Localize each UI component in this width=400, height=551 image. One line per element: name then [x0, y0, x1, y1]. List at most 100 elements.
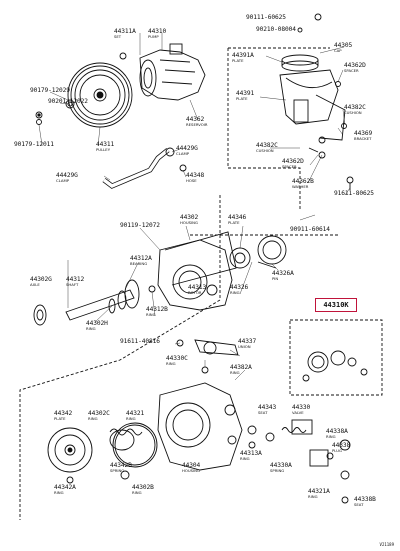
part-desc: VALVE	[292, 410, 304, 415]
part-number: 44342	[54, 410, 73, 417]
part-number: 44362D	[344, 62, 366, 69]
part-number: 44305	[334, 42, 353, 49]
part-desc: SPRING	[270, 468, 285, 473]
part-desc: RING	[326, 434, 336, 439]
front-housing-shape	[157, 239, 233, 311]
part-desc: RING	[146, 312, 156, 317]
part-desc: SEAT	[258, 410, 268, 415]
pump-shape	[119, 43, 206, 101]
part-desc: PLATE	[232, 58, 244, 63]
part-number: 91611-80625	[334, 190, 374, 197]
part-number: 44348	[186, 172, 205, 179]
part-number: 44312	[66, 276, 85, 283]
part-desc: RESERVOIR	[186, 122, 208, 127]
part-number: 44313A	[240, 450, 262, 457]
part-desc: CAP	[334, 48, 342, 53]
part-desc: SEAT	[354, 502, 364, 507]
part-number: 90111-60625	[246, 14, 286, 21]
pulley-shape	[67, 62, 133, 128]
part-number: 90179-12011	[14, 141, 54, 148]
part-number: 44330	[292, 404, 311, 411]
part-desc: RING	[54, 490, 64, 495]
part-number: 44330A	[270, 462, 292, 469]
part-desc: HOUSING	[182, 468, 200, 473]
part-number: 90911-60614	[290, 226, 330, 233]
part-desc: CLAMP	[56, 178, 70, 183]
part-number: 44362	[186, 116, 205, 123]
part-number: 44326A	[272, 270, 294, 277]
part-number: 44429G	[56, 172, 78, 179]
part-desc: RING	[86, 326, 96, 331]
part-desc: RING	[240, 456, 250, 461]
part-desc: PULLEY	[96, 147, 111, 152]
part-desc: UNION	[238, 344, 251, 349]
part-number: 44312B	[146, 306, 168, 313]
part-desc: RING	[230, 370, 240, 375]
part-number: 44311	[96, 141, 115, 148]
part-desc: PLATE	[228, 220, 240, 225]
part-desc: SET	[114, 34, 122, 39]
part-desc: PUMP	[148, 34, 159, 39]
part-number: 44310	[148, 28, 167, 35]
part-desc: RING	[126, 416, 136, 421]
part-desc: RING	[132, 490, 142, 495]
part-number: 90210-08004	[256, 26, 296, 33]
part-number: 90179-12029	[30, 87, 70, 94]
part-number: 44302C	[88, 410, 110, 417]
highlighted-part-number: 44310K	[323, 301, 349, 309]
part-number: 44321A	[308, 488, 330, 495]
part-number: 44369	[354, 130, 373, 137]
part-number: 44338	[332, 442, 351, 449]
part-desc: AXLE	[30, 282, 40, 287]
part-number: 44302B	[132, 484, 154, 491]
part-number: 44321	[126, 410, 145, 417]
highlighted-part-box[interactable]: 44310K	[315, 298, 357, 312]
part-desc: SPRING	[110, 468, 125, 473]
part-number: 44382C	[344, 104, 366, 111]
part-number: 44362D	[282, 158, 304, 165]
part-number: 44302	[180, 214, 199, 221]
part-desc: PLATE	[54, 416, 66, 421]
part-number: 44313	[188, 284, 207, 291]
part-desc: PLATE	[236, 96, 248, 101]
part-number: 44342B	[110, 462, 132, 469]
part-number: 44304	[182, 462, 201, 469]
part-desc: ROTOR	[188, 290, 202, 295]
part-desc: SPACER	[282, 164, 297, 169]
part-number: 44391A	[232, 52, 254, 59]
part-number: 44391	[236, 90, 255, 97]
reservoir-shape	[279, 54, 354, 190]
part-number: 44338A	[326, 428, 348, 435]
part-number: 44342A	[54, 484, 76, 491]
part-desc: BRACKET	[354, 136, 372, 141]
part-desc: HOSE	[186, 178, 197, 183]
figure-code: V21189	[379, 542, 394, 547]
part-number: 44382A	[230, 364, 252, 371]
part-desc: PLUG	[332, 448, 342, 453]
part-number: 44302H	[86, 320, 108, 327]
part-desc: RING	[166, 361, 176, 366]
plate-shape	[47, 427, 93, 473]
part-number: 44429G	[176, 145, 198, 152]
part-desc: CLAMP	[176, 151, 190, 156]
part-number: 44311A	[114, 28, 136, 35]
part-desc: HOUSING	[180, 220, 198, 225]
part-desc: WASHER	[292, 184, 309, 189]
part-number: 44343	[258, 404, 277, 411]
part-desc: RING	[308, 494, 318, 499]
part-number: 44382C	[256, 142, 278, 149]
part-number: 91611-40816	[120, 338, 160, 345]
rear-housing-shape	[157, 382, 243, 471]
part-number: 44312A	[130, 255, 152, 262]
part-number: 44338B	[354, 496, 376, 503]
shaft-shape	[65, 279, 156, 321]
part-number: 44330C	[166, 355, 188, 362]
part-desc: RING	[230, 290, 240, 295]
part-number: 90119-12072	[120, 222, 160, 229]
part-number: 90201-12022	[48, 98, 88, 105]
part-number: 44346	[228, 214, 247, 221]
part-desc: CUSHION	[256, 148, 274, 153]
part-desc: SPACER	[344, 68, 359, 73]
